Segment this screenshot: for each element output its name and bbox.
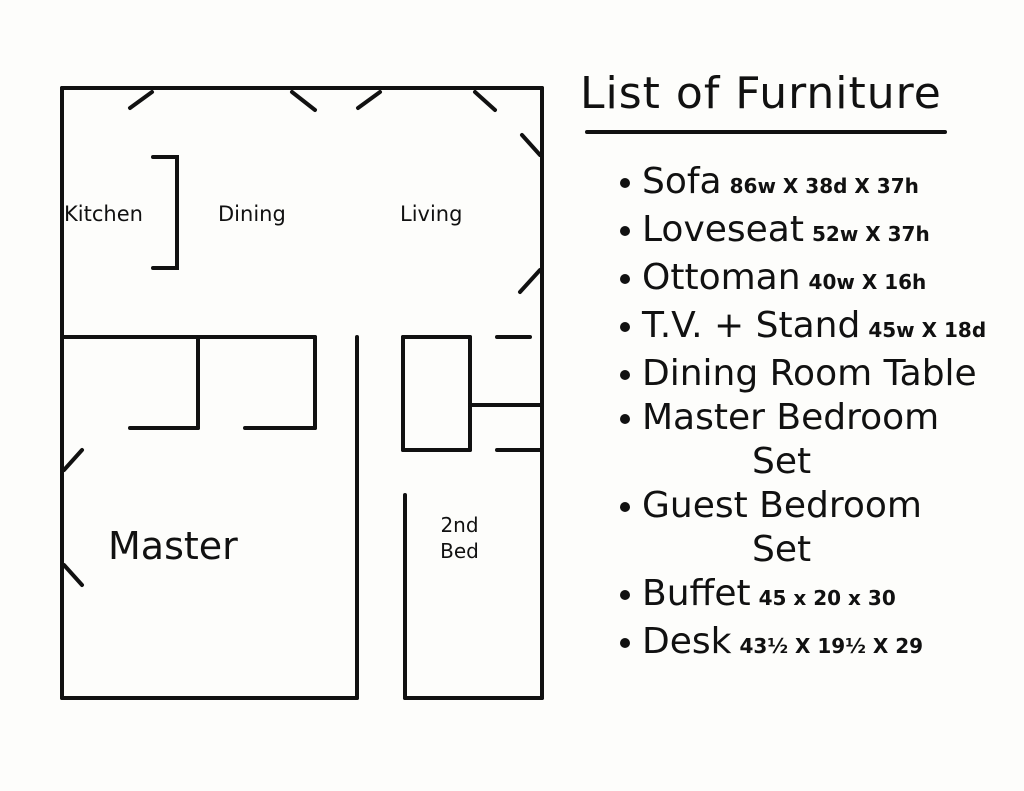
item-dims: 45 x 20 x 30: [758, 586, 896, 610]
title-underline: [585, 130, 947, 134]
list-item: Buffet 45 x 20 x 30: [620, 572, 986, 620]
item-name: Desk: [642, 621, 732, 662]
windows-doors: [62, 90, 542, 587]
list-item: Dining Room Table: [620, 352, 986, 396]
list-item: Sofa 86w X 38d X 37h: [620, 160, 986, 208]
room-label-master: Master: [108, 524, 238, 568]
item-dims: 52w X 37h: [811, 222, 930, 246]
furniture-list-title: List of Furniture: [580, 68, 942, 119]
room-label-kitchen: Kitchen: [64, 202, 143, 226]
room-label-2nd-bed: 2nd Bed: [440, 513, 479, 563]
furniture-list: Sofa 86w X 38d X 37h Loveseat 52w X 37h Ot…: [620, 160, 986, 668]
list-item: Desk 43½ X 19½ X 29: [620, 620, 986, 668]
room-label-dining: Dining: [218, 202, 286, 226]
item-name: Loveseat: [642, 209, 804, 250]
item-dims: 86w X 38d X 37h: [729, 174, 919, 198]
item-name-continued: Set: [752, 529, 812, 570]
list-item: Ottoman 40w X 16h: [620, 256, 986, 304]
list-item: T.V. + Stand 45w X 18d: [620, 304, 986, 352]
item-name-continued: Set: [752, 441, 812, 482]
item-dims: 40w X 16h: [808, 270, 927, 294]
list-item: Loveseat 52w X 37h: [620, 208, 986, 256]
kitchen-counter: [151, 155, 179, 270]
item-name: Dining Room Table: [642, 353, 977, 394]
item-name: Buffet: [642, 573, 751, 614]
item-dims: 43½ X 19½ X 29: [739, 634, 924, 658]
item-name: Ottoman: [642, 257, 801, 298]
item-name: Sofa: [642, 161, 722, 202]
item-name: Guest Bedroom: [642, 485, 923, 526]
room-label-living: Living: [400, 202, 463, 226]
outer-walls: [60, 86, 544, 700]
item-name: T.V. + Stand: [642, 305, 861, 346]
interior-walls: [60, 335, 542, 700]
item-name: Master Bedroom: [642, 397, 940, 438]
item-dims: 45w X 18d: [868, 318, 987, 342]
